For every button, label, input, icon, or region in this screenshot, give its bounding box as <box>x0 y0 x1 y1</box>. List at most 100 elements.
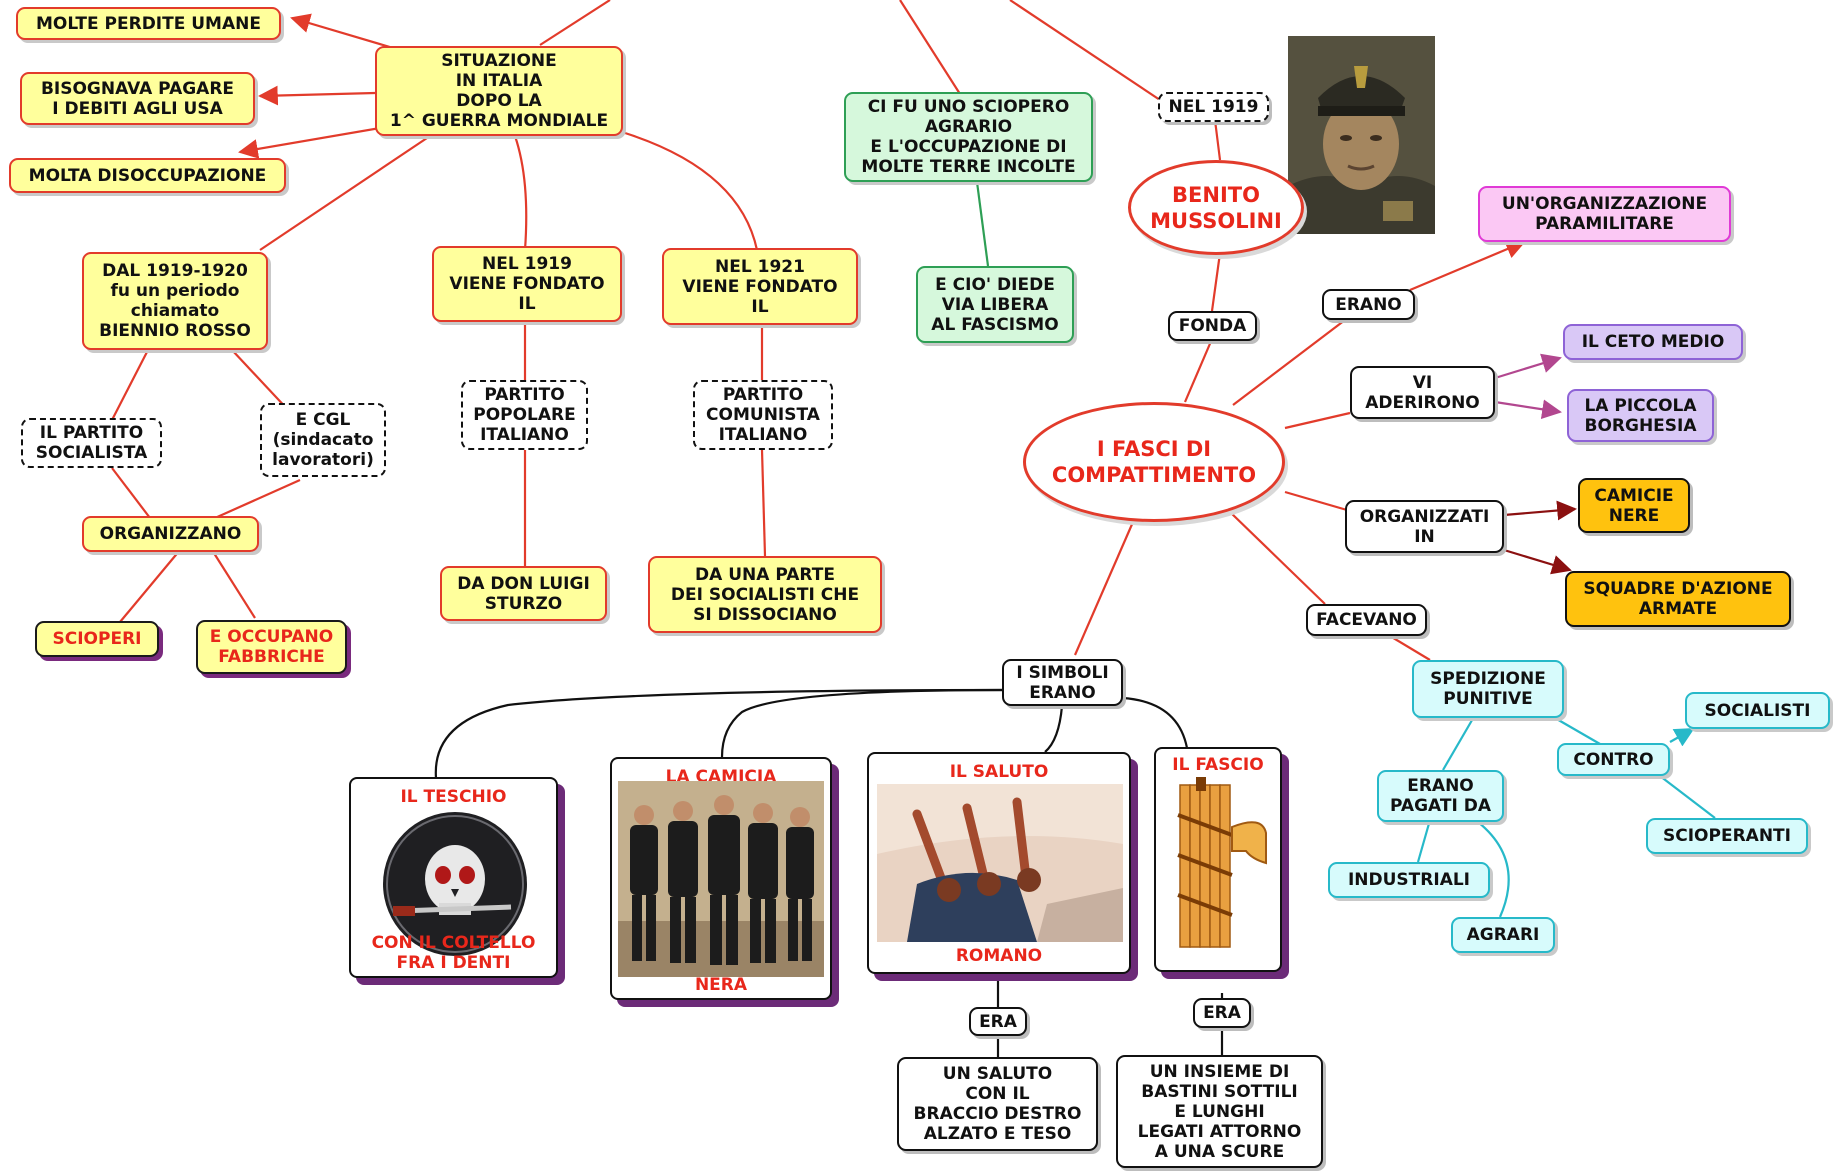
node-partito-popolare: PARTITO POPOLARE ITALIANO <box>461 380 588 450</box>
link <box>1503 548 1572 575</box>
link <box>1232 319 1346 406</box>
label-vi-aderirono: VI ADERIRONO <box>1350 366 1495 419</box>
node-cgl: E CGL (sindacato lavoratori) <box>260 403 386 477</box>
link <box>119 549 181 623</box>
link <box>1229 511 1326 605</box>
node-disoccupazione: MOLTA DISOCCUPAZIONE <box>9 158 286 193</box>
link <box>539 0 611 46</box>
link <box>1494 353 1562 380</box>
symbol-card-saluto: IL SALUTO ROMANO <box>867 752 1131 974</box>
link <box>231 349 291 413</box>
link <box>899 0 961 95</box>
link <box>1210 252 1222 312</box>
label-era-saluto: ERA <box>969 1007 1027 1036</box>
saluto-caption: ROMANO <box>955 946 1043 966</box>
node-nel-1921-fondato: NEL 1921 VIENE FONDATO IL <box>662 248 858 325</box>
link <box>1416 819 1432 863</box>
link <box>1389 635 1431 661</box>
node-i-simboli-erano: I SIMBOLI ERANO <box>1002 659 1123 706</box>
link <box>1009 0 1161 101</box>
link <box>1477 821 1510 918</box>
node-fasci-di-compattimento: I FASCI DI COMPATTIMENTO <box>1023 402 1285 522</box>
link <box>111 467 151 519</box>
link <box>1044 705 1064 753</box>
link <box>258 85 376 106</box>
fasces-picture <box>1177 777 1267 948</box>
node-socialisti: SOCIALISTI <box>1685 692 1830 729</box>
link <box>1554 717 1601 745</box>
symbol-card-camicia: LA CAMICIA NERA <box>610 757 832 1000</box>
link <box>1073 521 1135 656</box>
node-camicie-nere: CAMICIE NERE <box>1578 478 1690 533</box>
node-scioperi: SCIOPERI <box>35 621 159 657</box>
node-industriali: INDUSTRIALI <box>1328 862 1490 898</box>
node-fascio-descrizione: UN INSIEME DI BASTINI SOTTILI E LUNGHI L… <box>1116 1055 1323 1168</box>
node-don-luigi-sturzo: DA DON LUIGI STURZO <box>440 566 607 621</box>
label-facevano: FACEVANO <box>1306 604 1427 636</box>
node-agrari: AGRARI <box>1451 917 1555 953</box>
node-socialisti-dissociano: DA UNA PARTE DEI SOCIALISTI CHE SI DISSO… <box>648 556 882 633</box>
label-organizzati-in: ORGANIZZATI IN <box>1345 500 1504 553</box>
node-debiti-usa: BISOGNAVA PAGARE I DEBITI AGLI USA <box>20 72 255 125</box>
link <box>1409 239 1526 292</box>
link <box>513 135 528 251</box>
link <box>720 688 1003 758</box>
node-molte-perdite-umane: MOLTE PERDITE UMANE <box>16 7 281 40</box>
link <box>434 688 1003 779</box>
node-via-libera-fascismo: E CIO' DIEDE VIA LIBERA AL FASCISMO <box>916 266 1074 343</box>
link <box>1669 728 1695 747</box>
arditi-skull-badge <box>383 812 527 956</box>
link <box>1122 696 1189 749</box>
node-spedizioni-punitive: SPEDIZIONE PUNITIVE <box>1412 660 1564 718</box>
node-partito-comunista: PARTITO COMUNISTA ITALIANO <box>693 380 833 450</box>
link <box>214 478 301 520</box>
link <box>975 181 990 267</box>
roman-salute-picture <box>877 784 1123 942</box>
fascio-title: IL FASCIO <box>1172 755 1264 775</box>
node-nel-1919-fondato: NEL 1919 VIENE FONDATO IL <box>432 246 622 322</box>
label-erano-pagati-da: ERANO PAGATI DA <box>1377 770 1504 822</box>
saluto-title: IL SALUTO <box>949 762 1049 782</box>
link <box>1284 411 1351 430</box>
symbol-card-teschio: IL TESCHIO CON IL COLTELLO FRA I DENTI <box>349 777 558 978</box>
link <box>1183 338 1214 403</box>
link <box>1442 714 1476 771</box>
link <box>1494 399 1562 420</box>
camicia-caption: NERA <box>694 975 748 995</box>
label-era-fascio: ERA <box>1193 998 1251 1028</box>
link <box>1503 500 1577 521</box>
link <box>1213 119 1222 161</box>
link <box>290 13 401 52</box>
node-occupano-fabbriche: E OCCUPANO FABBRICHE <box>196 620 347 674</box>
node-ceto-medio: IL CETO MEDIO <box>1563 324 1743 360</box>
node-situazione: SITUAZIONE IN ITALIA DOPO LA 1^ GUERRA M… <box>375 46 623 136</box>
node-piccola-borghesia: LA PICCOLA BORGHESIA <box>1567 389 1714 442</box>
teschio-title: IL TESCHIO <box>400 787 507 807</box>
link <box>1284 490 1348 512</box>
label-fonda: FONDA <box>1168 311 1257 341</box>
node-partito-socialista: IL PARTITO SOCIALISTA <box>21 418 162 468</box>
label-erano: ERANO <box>1322 289 1415 320</box>
node-paramilitare: UN'ORGANIZZAZIONE PARAMILITARE <box>1478 186 1731 242</box>
mussolini-portrait <box>1288 36 1435 234</box>
link <box>259 135 431 251</box>
node-nel-1919: NEL 1919 <box>1158 92 1269 122</box>
link <box>111 349 149 421</box>
symbol-card-fascio: IL FASCIO <box>1154 747 1282 972</box>
node-saluto-descrizione: UN SALUTO CON IL BRACCIO DESTRO ALZATO E… <box>897 1057 1098 1151</box>
link <box>760 449 767 557</box>
node-organizzano: ORGANIZZANO <box>82 516 259 552</box>
node-scioperanti: SCIOPERANTI <box>1646 818 1808 854</box>
link <box>238 126 381 159</box>
node-benito-mussolini: BENITO MUSSOLINI <box>1128 160 1304 255</box>
link <box>1659 775 1716 819</box>
link <box>211 549 256 619</box>
label-contro: CONTRO <box>1557 743 1670 776</box>
node-squadre-azione: SQUADRE D'AZIONE ARMATE <box>1565 571 1791 627</box>
link <box>624 131 759 251</box>
node-sciopero-agrario: CI FU UNO SCIOPERO AGRARIO E L'OCCUPAZIO… <box>844 92 1093 182</box>
black-shirts-photo <box>618 781 824 977</box>
teschio-caption: CON IL COLTELLO FRA I DENTI <box>371 933 536 973</box>
node-biennio-rosso: DAL 1919-1920 fu un periodo chiamato BIE… <box>82 252 268 350</box>
